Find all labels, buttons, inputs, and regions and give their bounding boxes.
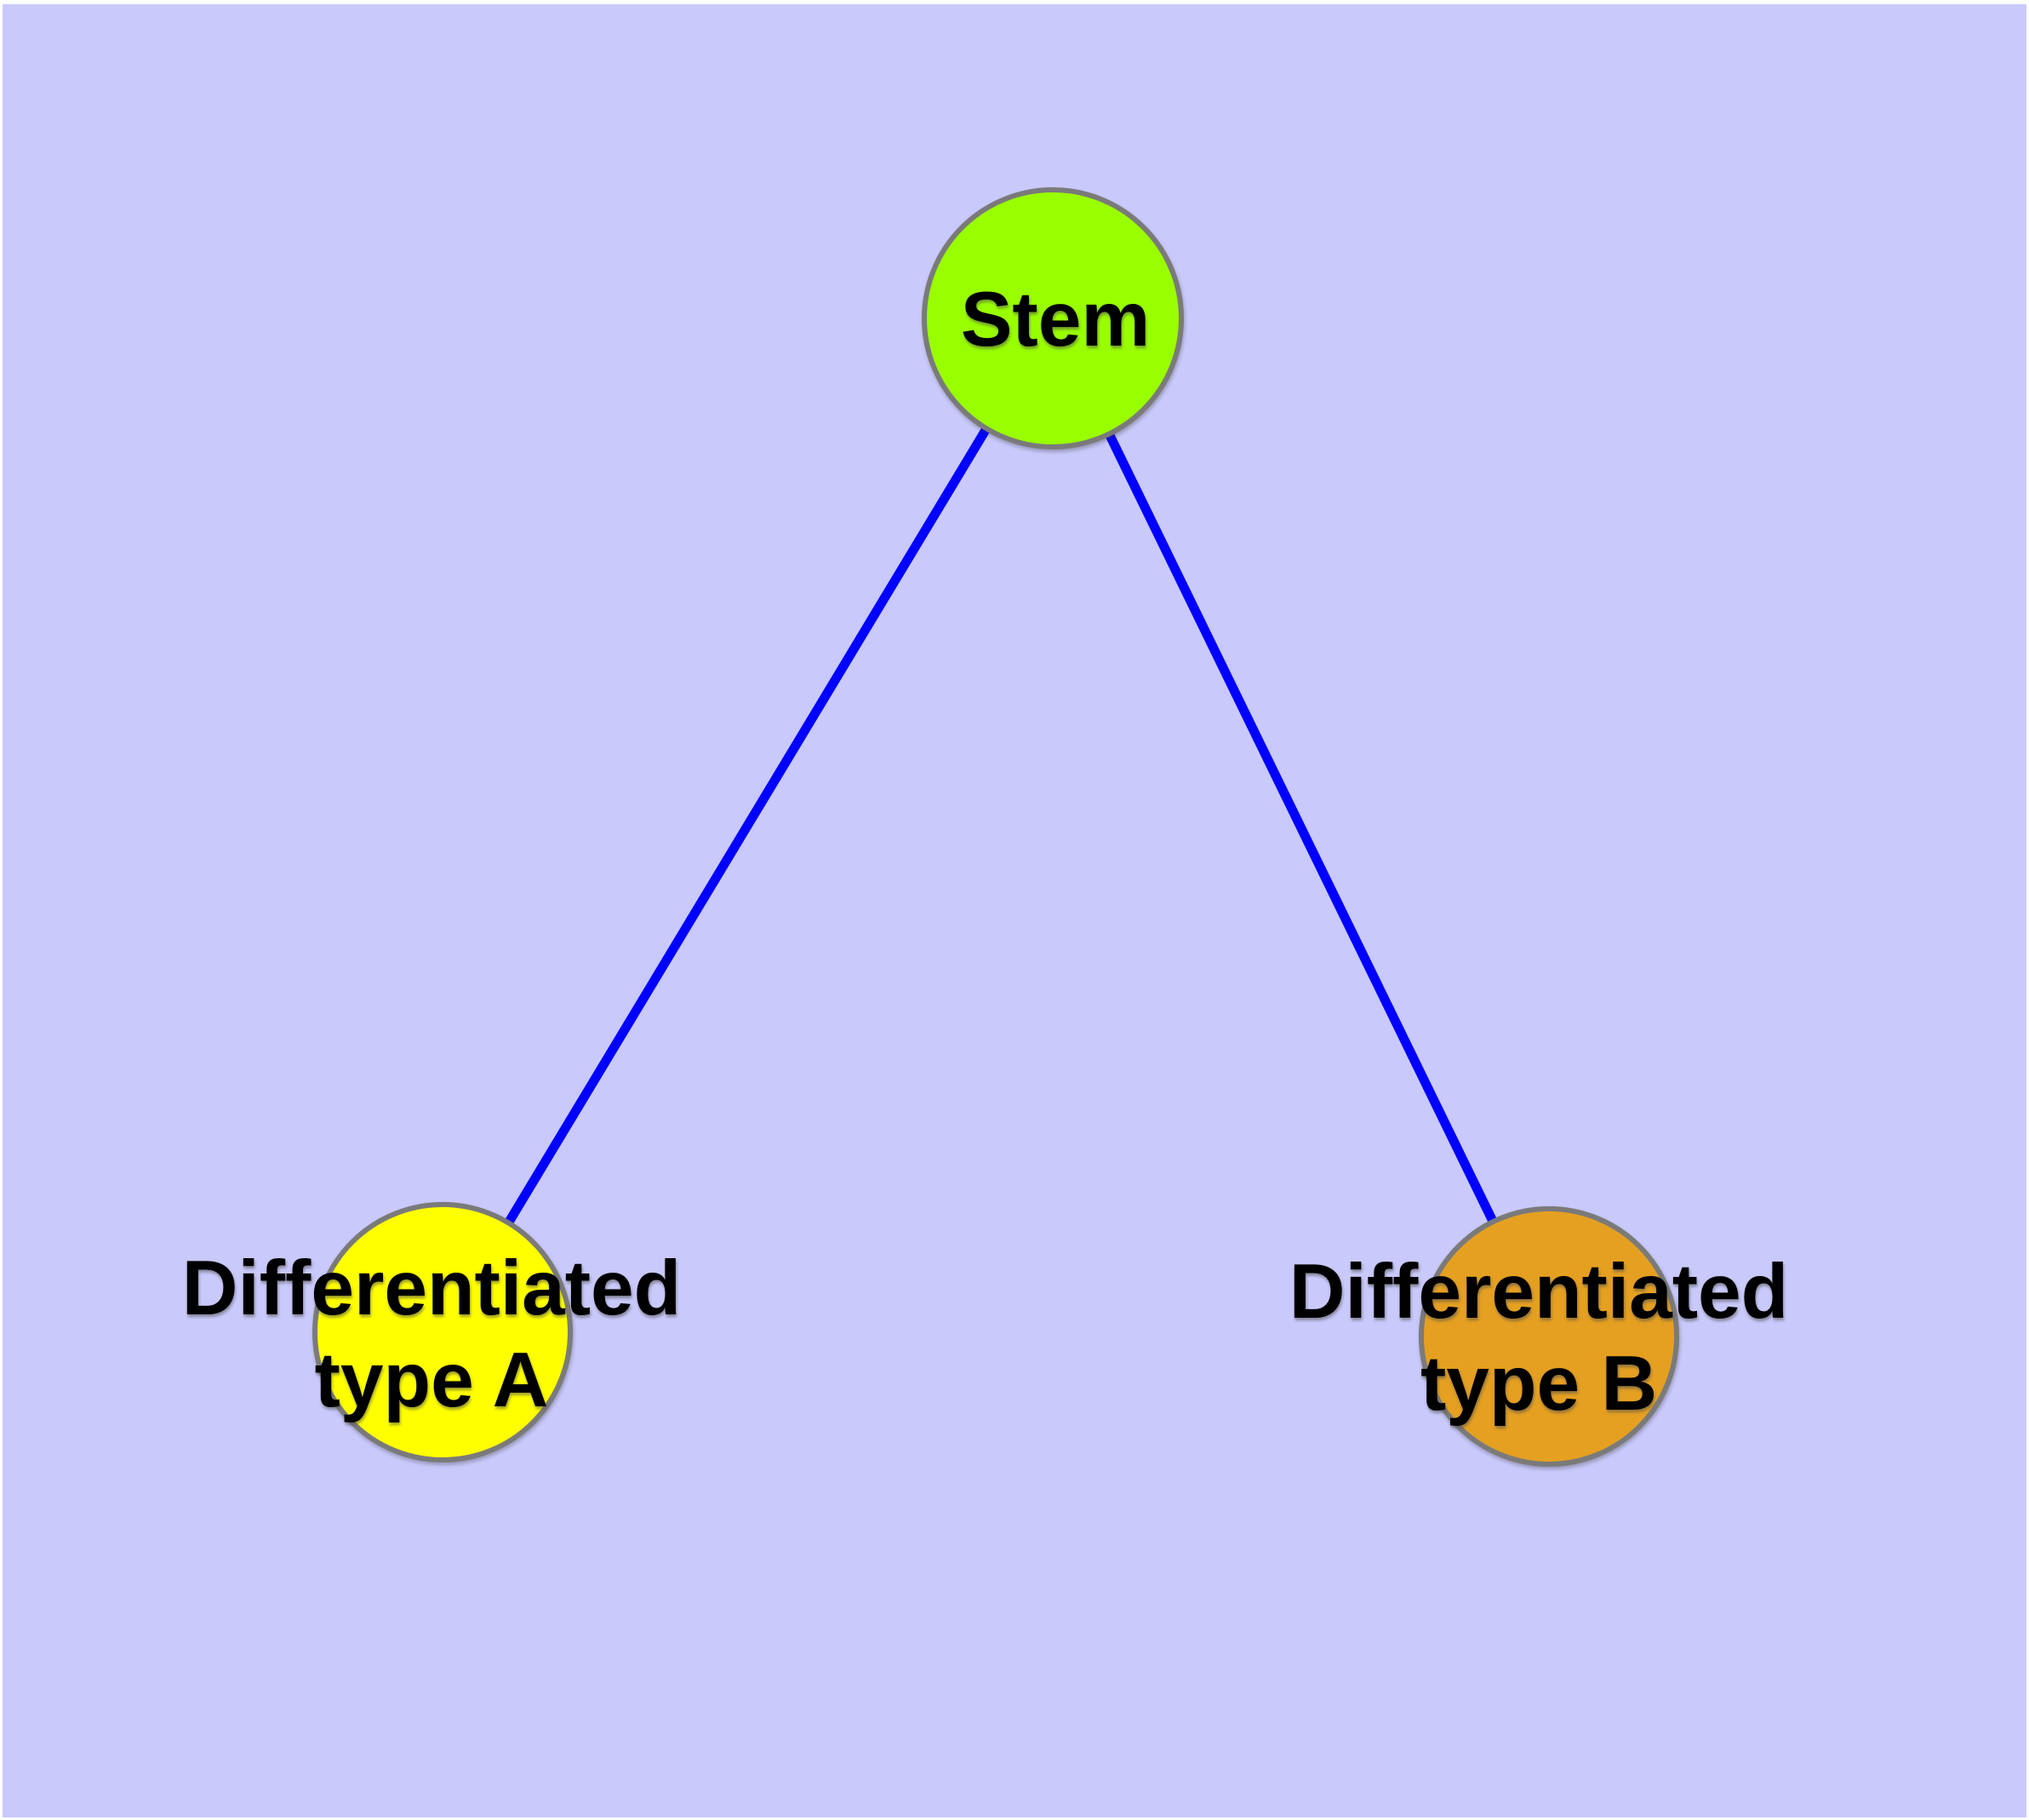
node-type-a-circle[interactable] (312, 1202, 573, 1462)
edge-stem-to-type-a (438, 316, 1057, 1335)
edge-stem-to-type-b (1049, 316, 1553, 1339)
node-type-b-circle[interactable] (1419, 1206, 1679, 1467)
node-stem-circle[interactable] (922, 187, 1184, 449)
